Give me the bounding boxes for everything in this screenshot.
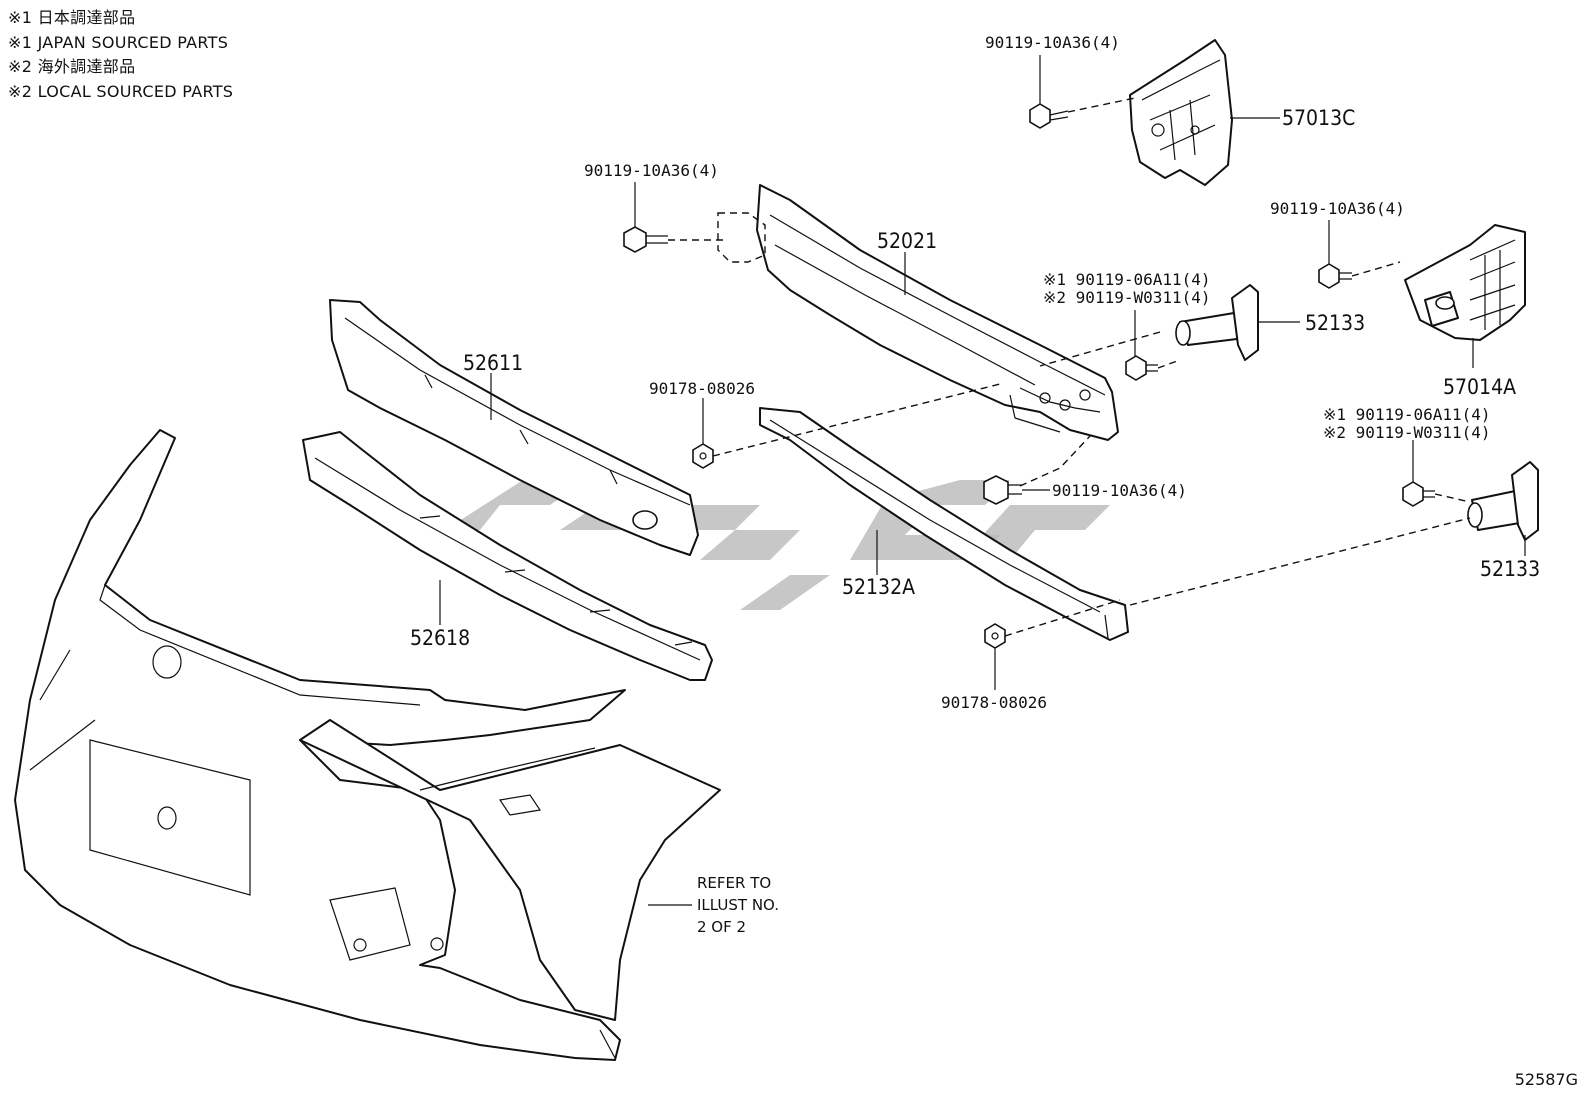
refer-note-line-1: REFER TO: [697, 874, 771, 892]
legend-line-3: ※2 海外調達部品: [8, 57, 136, 76]
label-nut-upper: 90178-08026: [649, 379, 755, 398]
reinforcement-52132a: [759, 407, 1129, 641]
bolt-52133-upper: [1125, 355, 1158, 381]
bolt-center: [983, 475, 1022, 505]
label-bolt-57014a: 90119-10A36(4): [1270, 199, 1405, 218]
label-part-52132a: 52132A: [842, 575, 915, 599]
nut-upper: [692, 443, 714, 469]
assembly-lines: [668, 97, 1471, 637]
label-lower-52133-japan: ※1 90119-06A11(4): [1323, 405, 1491, 424]
bolt-57014a: [1318, 263, 1352, 289]
label-part-52021: 52021: [877, 229, 937, 253]
reinforcement-52021: [717, 184, 1119, 441]
label-bolt-57013c: 90119-10A36(4): [985, 33, 1120, 52]
bumper-cover: [14, 429, 721, 1061]
absorber-52618: [302, 431, 713, 681]
label-bolt-52021: 90119-10A36(4): [584, 161, 719, 180]
absorber-52611: [329, 299, 699, 556]
drawing-id: 52587G: [1514, 1070, 1578, 1089]
refer-note-line-3: 2 OF 2: [697, 918, 746, 936]
label-part-57014a: 57014A: [1443, 375, 1516, 399]
label-upper-52133-japan: ※1 90119-06A11(4): [1043, 270, 1211, 289]
legend-line-4: ※2 LOCAL SOURCED PARTS: [8, 81, 234, 101]
label-bolt-center: 90119-10A36(4): [1052, 481, 1187, 500]
label-part-52611: 52611: [463, 351, 523, 375]
legend-line-2: ※1 JAPAN SOURCED PARTS: [8, 32, 229, 52]
bolt-52021: [623, 226, 668, 253]
extension-52133-lower: [1467, 461, 1539, 541]
label-lower-52133-local: ※2 90119-W0311(4): [1323, 423, 1491, 442]
label-part-52618: 52618: [410, 626, 470, 650]
leader-lines: [439, 55, 1526, 906]
label-part-52133-lower: 52133: [1480, 557, 1540, 581]
bolt-52133-lower: [1402, 481, 1435, 507]
extension-52133-upper: [1175, 284, 1259, 361]
legend-line-1: ※1 日本調達部品: [8, 8, 136, 27]
label-nut-lower: 90178-08026: [941, 693, 1047, 712]
refer-note-line-2: ILLUST NO.: [697, 896, 779, 914]
label-upper-52133-local: ※2 90119-W0311(4): [1043, 288, 1211, 307]
bracket-57013c: [1129, 39, 1233, 186]
bracket-57014a: [1404, 224, 1526, 341]
label-part-52133-upper: 52133: [1305, 311, 1365, 335]
bolt-57013c: [1029, 103, 1069, 129]
legend: ※1 日本調達部品 ※1 JAPAN SOURCED PARTS ※2 海外調達…: [8, 6, 233, 104]
label-part-57013c: 57013C: [1282, 106, 1355, 130]
nut-lower: [984, 623, 1006, 649]
